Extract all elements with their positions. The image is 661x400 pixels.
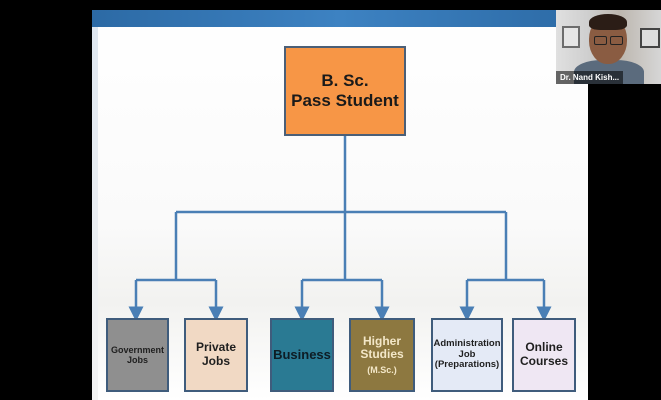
participant-name-label: Dr. Nand Kish...	[556, 71, 624, 84]
root-node-bsc-pass-student: B. Sc. Pass Student	[284, 46, 406, 136]
root-node-line1: B. Sc.	[321, 71, 369, 91]
leaf-bus-label: Business	[273, 346, 331, 362]
glasses-icon	[594, 36, 607, 45]
leaf-online-line1: Online	[525, 340, 563, 355]
leaf-node-online-courses: Online Courses	[512, 318, 576, 392]
slide-header-bar	[92, 10, 588, 27]
wall-frame-icon	[640, 28, 660, 48]
wall-frame-icon	[562, 26, 580, 48]
leaf-node-government-jobs: Government Jobs	[106, 318, 169, 392]
leaf-node-higher-studies: Higher Studies (M.Sc.)	[349, 318, 415, 392]
leaf-node-business: Business	[270, 318, 334, 392]
leaf-priv-line1: Private	[195, 340, 237, 355]
glasses-icon	[610, 36, 623, 45]
leaf-high-line1: Higher	[362, 333, 401, 348]
leaf-gov-line1: Government	[110, 344, 164, 355]
leaf-node-private-jobs: Private Jobs	[184, 318, 248, 392]
leaf-gov-line2: Jobs	[126, 355, 148, 365]
leaf-admin-line2: Job	[458, 348, 476, 360]
participant-video-tile[interactable]: Dr. Nand Kish...	[556, 10, 661, 84]
leaf-node-administration-job: Administration Job (Preparations)	[431, 318, 503, 392]
leaf-high-sub: (M.Sc.)	[367, 365, 397, 376]
participant-hair	[589, 14, 627, 30]
leaf-online-line2: Courses	[519, 354, 569, 368]
leaf-high-line2: Studies	[360, 347, 404, 362]
leaf-admin-line3: (Preparations)	[434, 359, 500, 371]
root-node-line2: Pass Student	[291, 91, 399, 110]
leaf-admin-line1: Administration	[433, 337, 501, 349]
slide-left-band	[92, 27, 98, 400]
leaf-priv-line2: Jobs	[201, 354, 230, 368]
